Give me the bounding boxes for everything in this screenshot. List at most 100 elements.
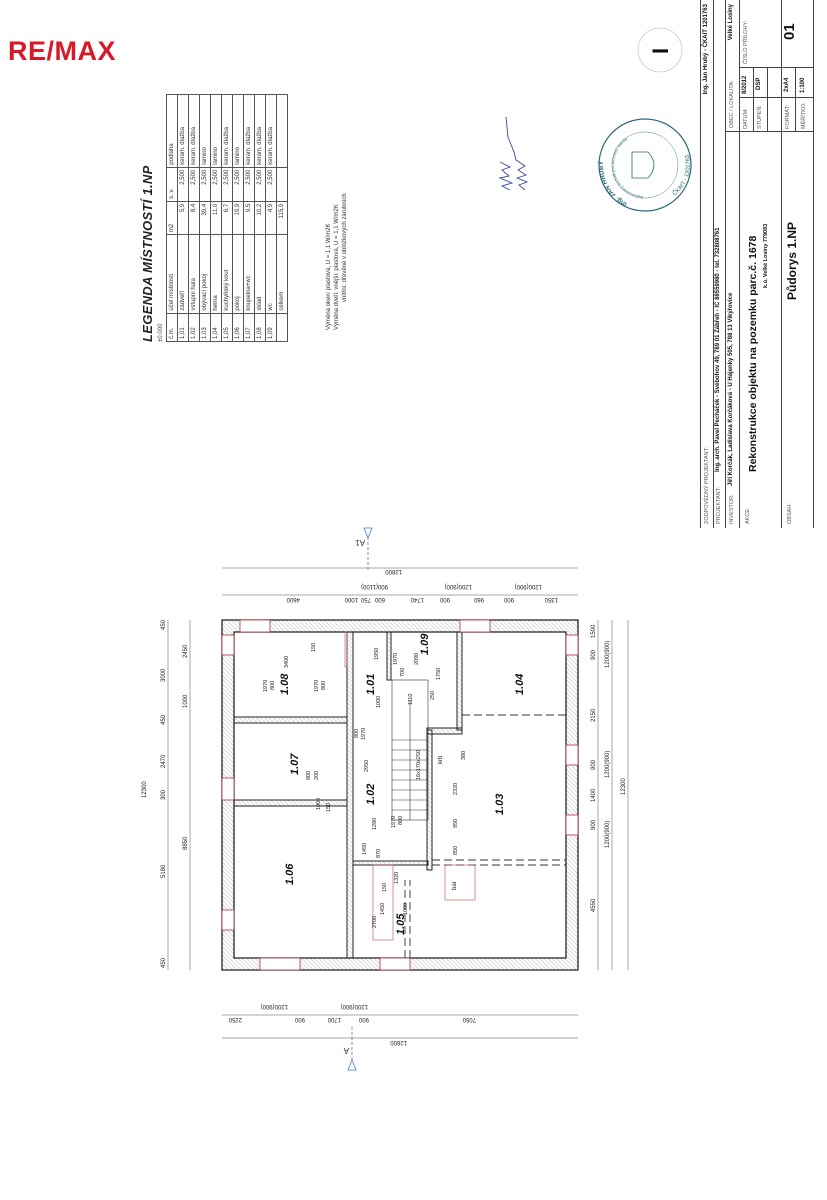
dim-text: 12800	[385, 568, 402, 574]
dim-text: 16x170x250	[416, 750, 422, 780]
total-label: celkem	[276, 234, 288, 314]
room-purpose: pokoj	[232, 234, 244, 314]
dim-text: 2700	[372, 916, 378, 928]
room-number: 1,02	[188, 313, 200, 342]
room-area: 8,4	[188, 201, 200, 235]
kitchen-bar	[344, 631, 476, 941]
room-area: 5,9	[177, 201, 189, 235]
content-value: Půdorys 1.NP	[785, 221, 799, 300]
locality-value: Velké Losiny	[728, 4, 734, 41]
dim-text: 4600	[286, 596, 300, 602]
dim-text: 2320	[453, 783, 459, 795]
investor-label: INVESTOR:	[729, 494, 735, 524]
dim-text: 1740	[410, 596, 424, 602]
stamp-number: ČKAIT - 1201763	[671, 153, 692, 197]
dim-text: 900	[503, 596, 514, 602]
note-windows: Výměna oken: plastová, U = 1,1 W/m2K	[326, 223, 332, 330]
scale-label: MĚŘÍTKO:	[801, 102, 807, 129]
room-number: 1,06	[232, 313, 244, 342]
dim-text: 2470	[161, 754, 167, 768]
fireplace-label: krb	[438, 755, 444, 764]
room-area: 6,7	[221, 201, 233, 235]
room-floor: keram. dlažba	[243, 94, 255, 168]
dim-text: 12300	[621, 778, 627, 795]
logo-text: RE/MAX	[8, 36, 117, 66]
room-floor: lamino	[232, 94, 244, 168]
dim-text: 1700	[327, 1016, 341, 1022]
attachment-label: ČÍSLO PŘÍLOHY:	[743, 20, 749, 64]
project-cadastral: k.ú. Velké Losiny 779083	[763, 223, 769, 288]
dim-text: 870	[376, 849, 382, 858]
section-marker-a1	[363, 527, 373, 570]
dim-text: 1200(900)	[605, 821, 611, 848]
title-block: ZODPOVĚDNÝ PROJEKTANT: Ing. Jan Hrubý - …	[700, 0, 814, 528]
section-marker-a	[347, 1025, 357, 1071]
dim-text: 2150	[591, 708, 597, 722]
room-number: 1,05	[221, 313, 233, 342]
dim-text: 600	[374, 596, 385, 602]
format-label: FORMÁT:	[785, 104, 791, 129]
content-label: OBSAH:	[787, 503, 793, 524]
dim-text: 900	[591, 759, 597, 770]
dim-text: 150	[311, 643, 317, 652]
room-purpose: koupelna+wc	[243, 234, 255, 314]
bar-label: bar	[452, 881, 458, 890]
room-floor: keram. dlažba	[265, 94, 277, 168]
dim-text: 1970	[391, 816, 397, 828]
legend-notes: Výměna oken: plastová, U = 1,1 W/m2K Vým…	[325, 193, 349, 330]
room-label-1-09: 1.09	[419, 633, 431, 655]
dim-text: 1350	[544, 596, 558, 602]
dim-text: 12300	[142, 781, 148, 798]
room-floor: keram. dlažba	[188, 94, 200, 168]
room-purpose: kuchyňský kout	[221, 234, 233, 314]
date-value: 8/2012	[742, 75, 748, 94]
dim-text: 1000	[316, 798, 322, 810]
legend-table: č.m. účel místnosti m2 s. v. podlaha 1,0…	[166, 94, 288, 342]
room-purpose: vstupní hala	[188, 234, 200, 314]
room-purpose: zádveří	[177, 234, 189, 314]
room-area: 9,5	[243, 201, 255, 235]
legend-level: ±0.000	[158, 323, 164, 342]
dim-text: 380	[461, 751, 467, 760]
dim-text: 1950	[374, 648, 380, 660]
dim-text: 2950	[364, 760, 370, 772]
dim-text: 1970	[393, 653, 399, 665]
dim-text: 8850	[183, 836, 189, 850]
dim-text: 800	[306, 771, 312, 780]
svg-text:ČKAIT - 1201763: ČKAIT - 1201763	[671, 153, 692, 197]
room-label-1-03: 1.03	[494, 794, 506, 815]
dim-text: 960	[473, 596, 484, 602]
dimension-lines	[167, 567, 629, 1039]
dim-text: 1970	[314, 680, 320, 692]
dim-text: 1000	[403, 903, 409, 915]
room-height: 2,500	[188, 167, 200, 202]
dashed-boundaries	[404, 714, 566, 958]
dim-text: 900	[358, 1016, 369, 1022]
legend-header-row: č.m. účel místnosti m2 s. v. podlaha	[166, 94, 178, 342]
responsible-designer-label: ZODPOVĚDNÝ PROJEKTANT:	[704, 447, 710, 524]
section-label-a1: A1	[355, 538, 365, 547]
dim-text: 200	[314, 771, 320, 780]
room-height: 2,500	[221, 167, 233, 202]
room-height: 2,500	[243, 167, 255, 202]
room-area: 4,9	[265, 201, 277, 235]
sheet-mark: I	[637, 27, 683, 73]
dim-text: 250	[430, 691, 436, 700]
dim-text: 1200(900)	[605, 751, 611, 778]
dim-text: 800	[354, 729, 360, 738]
room-area: 19,9	[232, 201, 244, 235]
dim-text: 950	[453, 819, 459, 828]
dim-text: 850	[453, 846, 459, 855]
column-header: m2	[166, 201, 178, 235]
room-number: 1,09	[265, 313, 277, 342]
exterior-walls	[221, 619, 579, 971]
dim-text: 450	[161, 619, 167, 630]
dim-text: 900	[591, 649, 597, 660]
svg-text:Autorizovaný technik pro pozem: Autorizovaný technik pro pozemní stavby	[610, 136, 643, 200]
dim-text: 150	[382, 883, 388, 892]
